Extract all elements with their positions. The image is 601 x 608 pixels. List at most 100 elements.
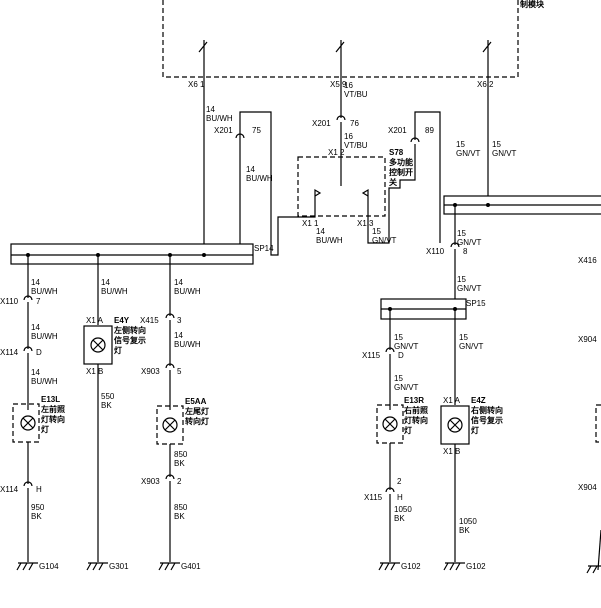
wire-gauge: 850 [174, 450, 188, 459]
wire-gauge: 16 [344, 81, 353, 90]
lamp-icon [162, 417, 178, 433]
wire-x1-3-x201-89 [367, 144, 416, 244]
connector-symbol-x114-h [23, 481, 33, 487]
wire-gauge: 15 [394, 374, 403, 383]
ground-icon [16, 562, 38, 571]
wire-gauge: 850 [174, 503, 188, 512]
wire-color: BU/WH [174, 287, 201, 296]
lamp-icon [382, 416, 398, 432]
wire-color: VT/BU [344, 141, 368, 150]
e4y-label-1: 左侧转向 [113, 325, 146, 335]
connector-symbol-x115-h [385, 487, 395, 493]
wire-color: BU/WH [174, 340, 201, 349]
e4y-pin-b: X1 B [86, 367, 103, 376]
connector-symbol-x903-2 [165, 474, 175, 480]
wire-gauge: 14 [31, 323, 40, 332]
wire-gauge: 1050 [459, 517, 477, 526]
e4z-id: E4Z [471, 396, 486, 405]
wire-gauge: 15 [456, 140, 465, 149]
connector-x201-89: X201 [388, 126, 407, 135]
ground-icon [86, 562, 108, 571]
connector-x201-76: X201 [312, 119, 331, 128]
connector-x115-h: X115 [364, 493, 383, 502]
ground-g102-b: G102 [466, 562, 486, 571]
wire-color: BK [174, 459, 185, 468]
connector-pin-d: D [36, 348, 42, 357]
connector-x110-7: X110 [0, 297, 19, 306]
s78-switch-contacts [314, 157, 369, 197]
wire-gauge: 14 [316, 227, 325, 236]
e4z-pin-b: X1 B [443, 447, 460, 456]
connector-pin-2: 2 [397, 477, 402, 486]
wire-color: BK [394, 514, 405, 523]
e13l-id: E13L [41, 395, 60, 404]
offpage-component-outline [595, 404, 601, 443]
connector-x415-3: X415 [140, 316, 159, 325]
module-switch-left [198, 40, 208, 77]
wire-color: BU/WH [31, 332, 58, 341]
wire-color: GN/VT [372, 236, 397, 245]
connector-symbol-x114-d [23, 346, 33, 352]
splice-dot [202, 253, 206, 257]
connector-pin-3: 3 [177, 316, 182, 325]
connector-x6-2: X6 2 [477, 80, 494, 89]
wire-color: GN/VT [456, 149, 481, 158]
wire-gauge: 950 [31, 503, 45, 512]
connector-x904-b: X904 [578, 483, 597, 492]
wire-x201-89-x110-8 [414, 111, 441, 243]
wire-color: BK [101, 401, 112, 410]
ground-icon [378, 562, 400, 571]
wire-gauge: 15 [492, 140, 501, 149]
connector-symbol-x201-75 [235, 133, 245, 139]
wire-color: BK [31, 512, 42, 521]
e4y-label-3: 灯 [114, 345, 122, 355]
module-title-fragment: 制模块 [520, 0, 545, 9]
connector-x114-h: X114 [0, 485, 19, 494]
wire-gauge: 14 [101, 278, 110, 287]
wire-gauge: 14 [31, 368, 40, 377]
connector-x115-d: X115 [362, 351, 381, 360]
splice-sp15: SP15 [466, 299, 486, 308]
connector-x1-2: X1 2 [328, 148, 345, 157]
wire-gauge: 15 [457, 275, 466, 284]
e13r-id: E13R [404, 396, 424, 405]
e4z-pin-a: X1 A [443, 396, 461, 405]
connector-x201-75: X201 [214, 126, 233, 135]
connector-pin-h: H [397, 493, 403, 502]
wire-gauge: 15 [372, 227, 381, 236]
s78-label-1: 多功能 [389, 157, 413, 167]
connector-pin-5: 5 [177, 367, 182, 376]
wire-color: GN/VT [457, 238, 482, 247]
module-switch-center [335, 40, 345, 77]
wire-color: GN/VT [394, 383, 419, 392]
wire-color: VT/BU [344, 90, 368, 99]
e13l-label-1: 左前照 [40, 404, 65, 414]
ground-icon [158, 562, 180, 571]
splice-dot [486, 203, 490, 207]
e4z-label-3: 灯 [471, 425, 479, 435]
lamp-icon [90, 337, 106, 353]
e4z-label-2: 信号复示 [471, 415, 503, 425]
wire-color: BK [174, 512, 185, 521]
wire-color: BK [459, 526, 470, 535]
e13l-label-2: 灯转向 [41, 414, 65, 424]
connector-x114-d: X114 [0, 348, 19, 357]
splice-sp14: SP14 [254, 244, 274, 253]
connector-symbol-x110-8 [450, 242, 460, 248]
e4y-id: E4Y [114, 316, 130, 325]
wire-color: BU/WH [316, 236, 343, 245]
connector-x5-9: X5 9 [330, 80, 347, 89]
wire-color: BU/WH [31, 377, 58, 386]
e13r-label-2: 灯转向 [404, 415, 428, 425]
connector-pin-76: 76 [350, 119, 359, 128]
wire-color: BU/WH [246, 174, 273, 183]
connector-pin-89: 89 [425, 126, 434, 135]
wire-gauge: 1050 [394, 505, 412, 514]
ground-g102-a: G102 [401, 562, 421, 571]
e4y-pin-a: X1 A [86, 316, 104, 325]
connector-pin-d: D [398, 351, 404, 360]
sp14-splice-bar [10, 243, 254, 265]
s78-id: S78 [389, 148, 404, 157]
wire-gauge: 15 [457, 229, 466, 238]
wire-color: GN/VT [459, 342, 484, 351]
